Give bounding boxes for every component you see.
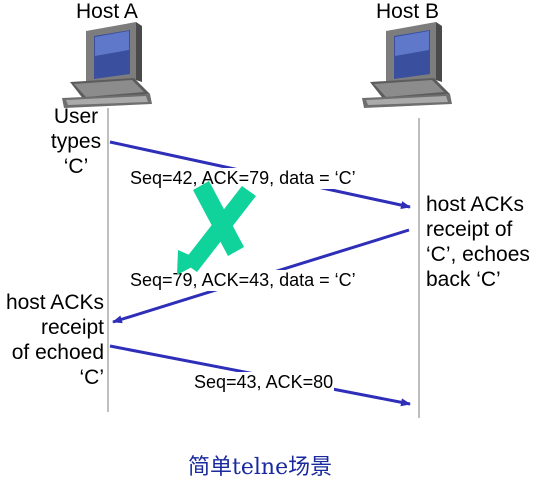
note-line: User xyxy=(53,105,99,128)
note-line: host ACKs xyxy=(5,291,104,314)
host-a-computer-icon xyxy=(62,22,152,108)
note-line: ‘C’ xyxy=(63,155,89,178)
note-line: host ACKs xyxy=(426,193,525,216)
note-line: ‘C’, echoes xyxy=(426,243,530,266)
host-b-label: Host B xyxy=(376,0,440,23)
message-1-label: Seq=42, ACK=79, data = ‘C’ xyxy=(129,168,357,189)
note-line: receipt xyxy=(40,316,104,339)
host-a-ack-note: host ACKs receipt of echoed ‘C’ xyxy=(0,290,104,390)
host-a-label: Host A xyxy=(76,0,138,23)
message-2-label: Seq=79, ACK=43, data = ‘C’ xyxy=(129,270,357,291)
message-3-label: Seq=43, ACK=80 xyxy=(193,372,335,393)
note-line: of echoed xyxy=(11,341,104,364)
note-line: types xyxy=(50,130,102,153)
user-types-note: User types ‘C’ xyxy=(40,104,112,179)
host-b-computer-icon xyxy=(362,22,452,108)
host-b-ack-note: host ACKs receipt of ‘C’, echoes back ‘C… xyxy=(426,192,530,292)
note-line: back ‘C’ xyxy=(426,268,501,291)
note-line: ‘C’ xyxy=(79,366,105,389)
note-line: receipt of xyxy=(426,218,513,241)
diagram-caption: 简单telne场景 xyxy=(188,455,333,480)
